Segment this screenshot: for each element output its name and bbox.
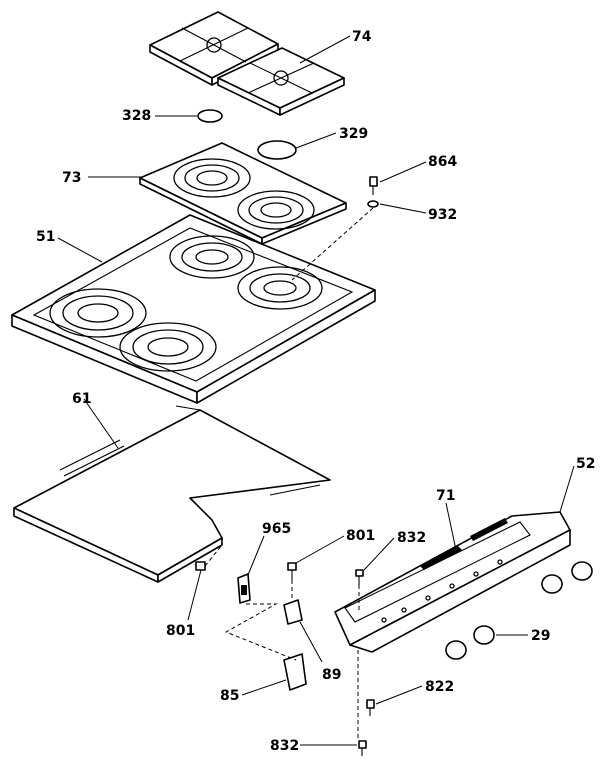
part-screw-832-lower [358, 740, 367, 756]
label-822: 822 [425, 679, 454, 695]
label-29: 29 [531, 628, 550, 644]
part-bracket-clip [237, 573, 251, 604]
part-drip-tray [139, 142, 347, 245]
label-832-upper: 832 [397, 530, 426, 546]
part-screw-822 [366, 699, 375, 716]
label-74: 74 [352, 29, 372, 45]
label-51: 51 [36, 229, 55, 245]
label-965: 965 [262, 521, 291, 537]
assembly-lines [204, 207, 374, 740]
part-cap-small [197, 109, 223, 123]
label-52: 52 [576, 456, 595, 472]
label-61: 61 [72, 391, 91, 407]
label-73: 73 [62, 170, 81, 186]
leader-lines [57, 35, 575, 746]
part-knobs [445, 561, 593, 660]
label-329: 329 [339, 126, 368, 142]
part-control-panel [334, 511, 571, 653]
part-switch [283, 653, 307, 691]
label-932: 932 [428, 207, 457, 223]
label-801-top: 801 [346, 528, 375, 544]
label-328: 328 [122, 108, 151, 124]
label-832-lower: 832 [270, 738, 299, 754]
part-grate [149, 11, 345, 116]
part-cooktop [11, 214, 376, 404]
part-cap-large [257, 140, 297, 160]
label-89: 89 [322, 667, 341, 683]
label-85: 85 [220, 688, 239, 704]
part-screw-832-upper [355, 569, 364, 585]
part-labels: 74 328 329 73 864 932 51 61 965 801 801 … [36, 29, 595, 754]
part-bracket [283, 599, 303, 625]
part-screw-washer [367, 176, 379, 208]
label-801-left: 801 [166, 623, 195, 639]
label-71: 71 [436, 488, 455, 504]
part-bottom-panel [13, 405, 331, 583]
label-864: 864 [428, 154, 457, 170]
